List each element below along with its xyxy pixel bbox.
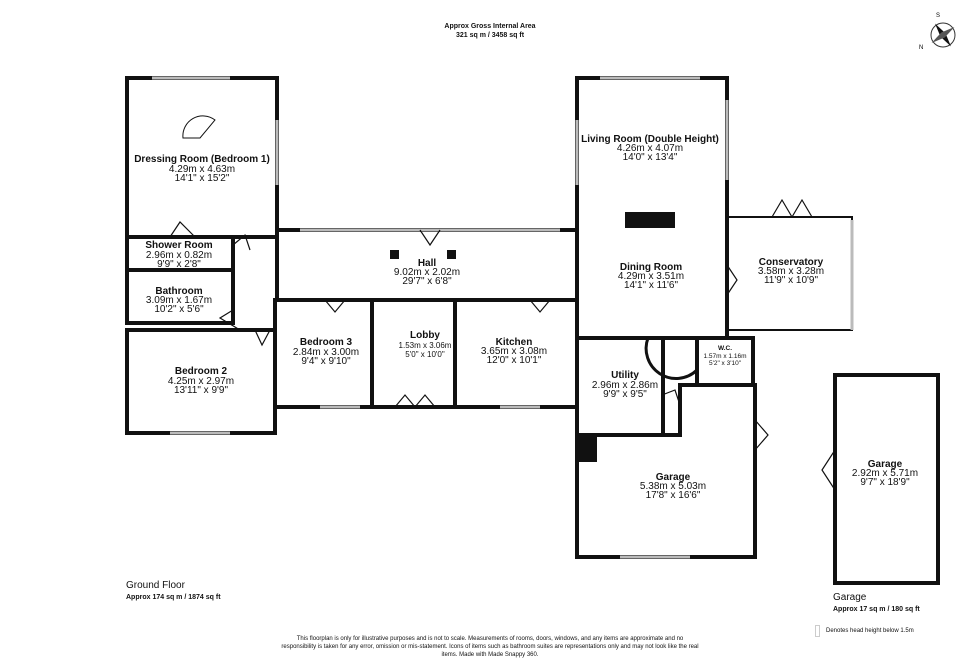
compass-n: N bbox=[919, 45, 923, 51]
room-imperial: 14'1" x 11'6" bbox=[624, 280, 679, 291]
room-imperial: 17'8" x 16'6" bbox=[646, 490, 701, 501]
room-name: Dining Room bbox=[620, 262, 682, 273]
header-title: Approx Gross Internal Area bbox=[444, 23, 536, 30]
room-metric: 4.25m x 2.97m bbox=[168, 376, 234, 387]
head-height-swatch bbox=[815, 625, 820, 637]
room-name: Conservatory bbox=[759, 257, 824, 268]
room-garage: Garage 5.38m x 5.03m 17'8" x 16'6" bbox=[640, 472, 706, 501]
room-garage-detached: Garage 2.92m x 5.71m 9'7" x 18'9" bbox=[852, 459, 918, 488]
room-metric: 2.96m x 0.82m bbox=[146, 250, 212, 261]
room-metric: 5.38m x 5.03m bbox=[640, 481, 706, 492]
room-metric: 2.92m x 5.71m bbox=[852, 468, 918, 479]
floor-name: Ground Floor bbox=[126, 580, 185, 591]
room-name: Living Room (Double Height) bbox=[581, 134, 719, 145]
legend-text: Denotes head height below 1.5m bbox=[826, 628, 914, 634]
room-dining-room: Dining Room 4.29m x 3.51m 14'1" x 11'6" bbox=[618, 262, 684, 291]
floor-name: Garage bbox=[833, 592, 867, 603]
header-area: 321 sq m / 3458 sq ft bbox=[455, 32, 525, 39]
room-imperial: 9'7" x 18'9" bbox=[860, 477, 910, 488]
room-imperial: 9'9" x 9'5" bbox=[603, 389, 647, 400]
room-metric: 2.96m x 2.86m bbox=[592, 380, 658, 391]
doors bbox=[169, 115, 836, 491]
room-utility: Utility 2.96m x 2.86m 9'9" x 9'5" bbox=[592, 370, 658, 400]
room-metric: 3.58m x 3.28m bbox=[758, 266, 824, 277]
room-name: Bathroom bbox=[155, 286, 202, 297]
room-metric: 4.29m x 3.51m bbox=[618, 271, 684, 282]
room-metric: 4.29m x 4.63m bbox=[169, 164, 235, 175]
room-metric: 1.53m x 3.06m bbox=[399, 341, 452, 350]
disclaimer: This floorplan is only for illustrative … bbox=[281, 636, 699, 658]
room-name: Kitchen bbox=[496, 337, 533, 348]
room-wc: W.C. 1.57m x 1.16m 5'2" x 3'10" bbox=[704, 345, 747, 367]
room-name: Garage bbox=[656, 472, 691, 483]
room-imperial: 5'2" x 3'10" bbox=[709, 360, 742, 367]
room-metric: 9.02m x 2.02m bbox=[394, 267, 460, 278]
room-kitchen: Kitchen 3.65m x 3.08m 12'0" x 10'1" bbox=[481, 337, 547, 366]
windows bbox=[152, 76, 854, 559]
room-imperial: 5'0" x 10'0" bbox=[405, 350, 445, 359]
room-bedroom-2: Bedroom 2 4.25m x 2.97m 13'11" x 9'9" bbox=[168, 366, 234, 396]
room-dressing-room: Dressing Room (Bedroom 1) 4.29m x 4.63m … bbox=[134, 154, 270, 184]
room-metric: 2.84m x 3.00m bbox=[293, 347, 359, 358]
compass-icon: S N bbox=[919, 13, 956, 51]
room-imperial: 9'4" x 9'10" bbox=[301, 356, 351, 367]
room-imperial: 9'9" x 2'8" bbox=[157, 259, 201, 270]
room-metric: 4.26m x 4.07m bbox=[617, 143, 683, 154]
room-metric: 3.65m x 3.08m bbox=[481, 346, 547, 357]
garage-summary: Garage Approx 17 sq m / 180 sq ft bbox=[833, 592, 920, 613]
header: Approx Gross Internal Area 321 sq m / 34… bbox=[0, 22, 980, 40]
room-living-room: Living Room (Double Height) 4.26m x 4.07… bbox=[581, 134, 719, 163]
room-name: Shower Room bbox=[145, 240, 212, 251]
room-metric: 3.09m x 1.67m bbox=[146, 295, 212, 306]
room-bathroom: Bathroom 3.09m x 1.67m 10'2" x 5'6" bbox=[146, 286, 212, 315]
room-imperial: 10'2" x 5'6" bbox=[154, 304, 204, 315]
room-imperial: 14'0" x 13'4" bbox=[623, 152, 678, 163]
ground-floor-summary: Ground Floor Approx 174 sq m / 1874 sq f… bbox=[126, 580, 221, 601]
room-name: Bedroom 2 bbox=[175, 366, 228, 377]
room-shower-room: Shower Room 2.96m x 0.82m 9'9" x 2'8" bbox=[145, 240, 212, 270]
room-bedroom-3: Bedroom 3 2.84m x 3.00m 9'4" x 9'10" bbox=[293, 337, 359, 367]
room-imperial: 29'7" x 6'8" bbox=[402, 276, 452, 287]
room-metric: 1.57m x 1.16m bbox=[704, 353, 747, 360]
room-lobby: Lobby 1.53m x 3.06m 5'0" x 10'0" bbox=[399, 330, 452, 359]
room-name: Utility bbox=[611, 370, 639, 381]
room-name: Bedroom 3 bbox=[300, 337, 353, 348]
room-name: Dressing Room (Bedroom 1) bbox=[134, 154, 270, 165]
room-hall: Hall 9.02m x 2.02m 29'7" x 6'8" bbox=[394, 258, 460, 287]
floor-area: Approx 17 sq m / 180 sq ft bbox=[833, 606, 920, 613]
room-name: Garage bbox=[868, 459, 903, 470]
room-imperial: 13'11" x 9'9" bbox=[174, 385, 229, 396]
compass-s: S bbox=[936, 13, 940, 19]
room-name: Hall bbox=[418, 258, 437, 269]
legend: Denotes head height below 1.5m bbox=[815, 625, 914, 637]
floor-area: Approx 174 sq m / 1874 sq ft bbox=[126, 594, 221, 601]
room-conservatory: Conservatory 3.58m x 3.28m 11'9" x 10'9" bbox=[758, 257, 824, 286]
room-name: Lobby bbox=[410, 330, 440, 341]
room-name: W.C. bbox=[718, 345, 732, 352]
room-imperial: 14'1" x 15'2" bbox=[175, 173, 230, 184]
room-imperial: 12'0" x 10'1" bbox=[487, 355, 542, 366]
room-imperial: 11'9" x 10'9" bbox=[764, 275, 819, 286]
